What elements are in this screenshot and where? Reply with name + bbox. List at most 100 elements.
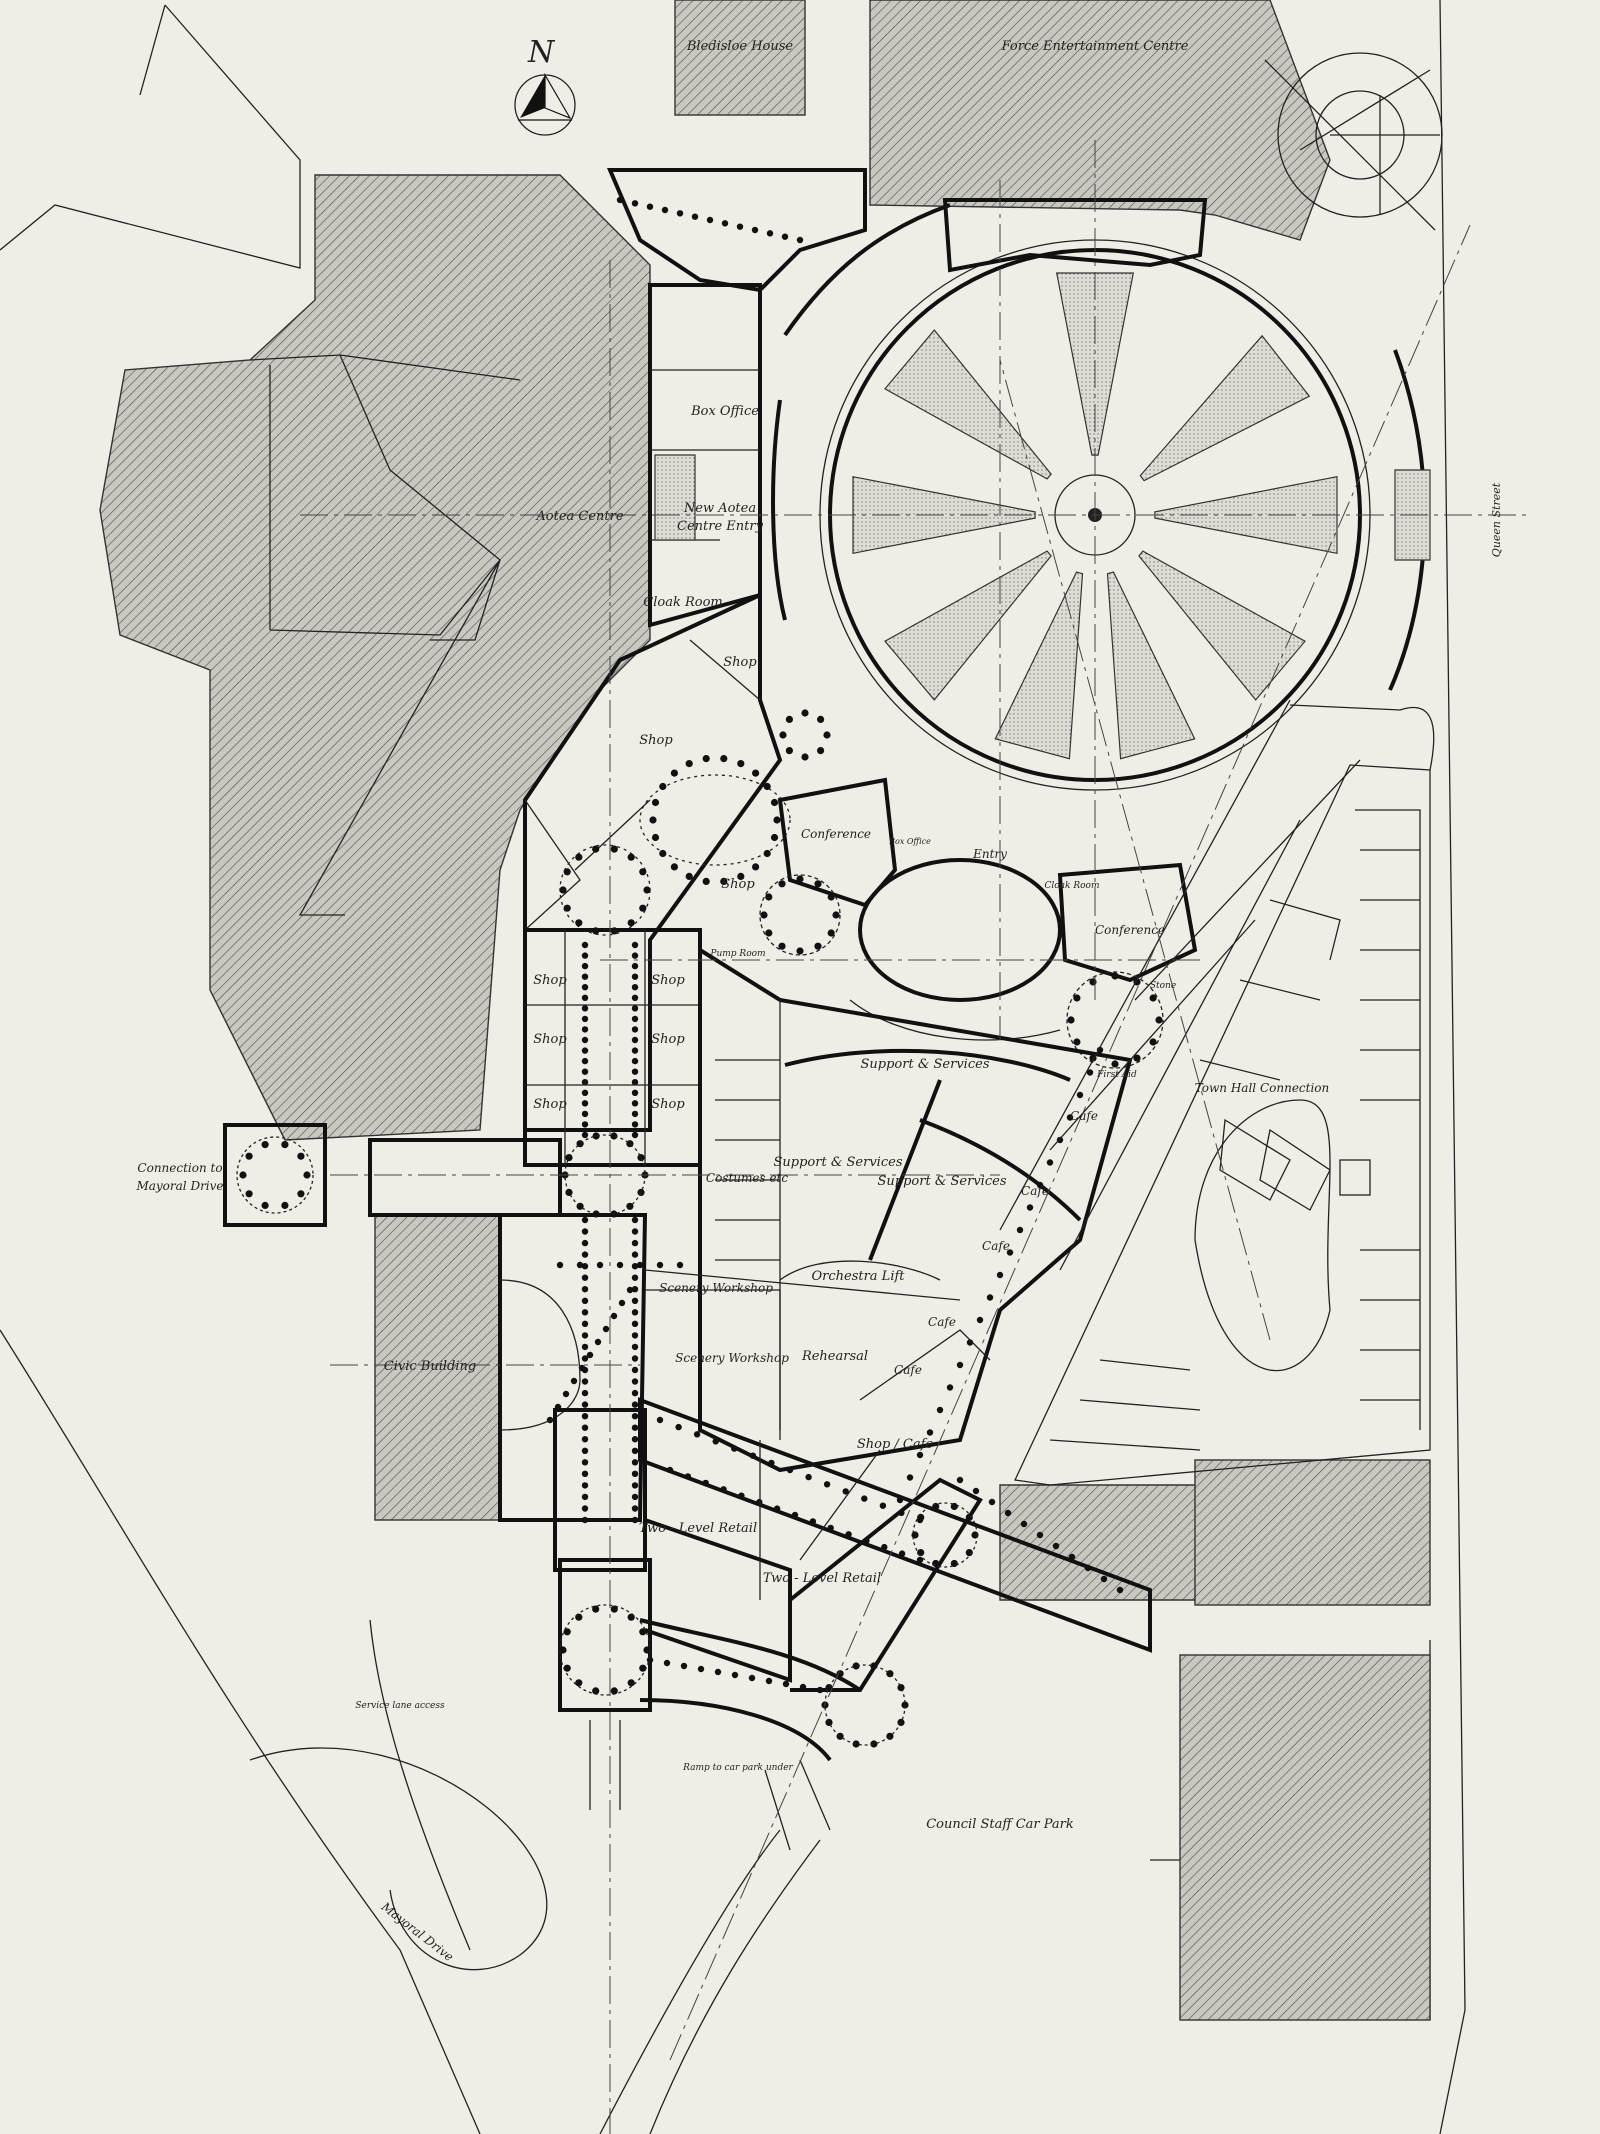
column (1155, 1016, 1163, 1024)
column (581, 1228, 589, 1235)
column (631, 1309, 639, 1316)
column (781, 233, 789, 240)
column (659, 782, 667, 791)
column (631, 1424, 639, 1431)
column (731, 1671, 739, 1679)
column (1026, 1204, 1034, 1211)
column (1006, 1249, 1014, 1256)
column (581, 1110, 589, 1118)
column (631, 1401, 639, 1408)
column (581, 1263, 589, 1270)
column (814, 880, 822, 888)
column (631, 1005, 639, 1012)
column (720, 755, 728, 763)
column (556, 1261, 564, 1269)
column (870, 1740, 878, 1748)
column (778, 880, 786, 888)
column (581, 1068, 589, 1075)
column (581, 1470, 589, 1478)
column (1133, 1054, 1141, 1062)
column (796, 875, 804, 883)
column (581, 1309, 589, 1316)
column (637, 1154, 645, 1162)
column (581, 1459, 589, 1466)
column (817, 715, 825, 724)
column (670, 769, 679, 777)
label-scenery-b: Scenery Workshop (675, 1351, 789, 1365)
car-park-block (1179, 1654, 1431, 2021)
column (950, 1502, 958, 1511)
label-cafe-b: Cafe (1021, 1184, 1049, 1198)
column (680, 1662, 688, 1670)
column (721, 220, 729, 227)
label-new-aotea: New Aotea (683, 501, 756, 516)
column (631, 1089, 639, 1097)
column (661, 206, 669, 214)
column (906, 1474, 914, 1481)
column (592, 1605, 600, 1613)
column (610, 845, 618, 853)
main-auditorium (771, 198, 1431, 791)
column (594, 1338, 602, 1346)
column (1149, 994, 1157, 1002)
label-stone: Stone (1150, 981, 1176, 991)
label-queen-street: Queen Street (1490, 482, 1503, 557)
column (565, 1188, 573, 1196)
column (627, 919, 635, 927)
column (581, 1026, 589, 1033)
column (1052, 1542, 1060, 1550)
column (706, 216, 714, 224)
column (581, 1493, 589, 1501)
column (581, 1274, 589, 1281)
civic-building-block (374, 1214, 501, 1521)
column (602, 1325, 610, 1333)
column (581, 1079, 589, 1086)
column (825, 1718, 833, 1726)
column (581, 1216, 589, 1224)
column (631, 1228, 639, 1235)
column (996, 1271, 1004, 1279)
column (976, 1316, 984, 1324)
column (763, 849, 771, 858)
column (691, 213, 699, 220)
column (1111, 1060, 1119, 1068)
column (916, 1451, 924, 1459)
label-ramp: Ramp to car park under (682, 1763, 793, 1773)
column (675, 1423, 682, 1431)
column (303, 1171, 311, 1179)
column (631, 1131, 639, 1139)
label-aotea-centre: Aotea Centre (535, 509, 623, 524)
column (752, 769, 760, 777)
column (631, 1239, 639, 1247)
label-pump-room: Pump Room (709, 949, 765, 959)
label-conference-a: Conference (801, 827, 871, 841)
column (581, 1413, 589, 1420)
column (581, 1332, 589, 1339)
column (631, 1100, 639, 1107)
column (627, 1679, 635, 1687)
column (631, 1274, 639, 1281)
east-block (1194, 1459, 1431, 1606)
label-support-services-a: Support & Services (861, 1057, 990, 1072)
column (631, 1389, 639, 1397)
north-arrow (514, 72, 576, 136)
diagonal-path (999, 699, 1435, 1271)
column (636, 1261, 644, 1269)
column (765, 929, 773, 937)
label-bledisloe-house: Bledisloe House (686, 39, 794, 54)
column (631, 1482, 639, 1489)
column (297, 1152, 305, 1160)
column (832, 911, 840, 919)
column (631, 1015, 639, 1023)
column (631, 994, 639, 1001)
label-shop-c: Shop (721, 877, 755, 892)
label-first-aid: First Aid (1096, 1070, 1137, 1080)
label-civic-building: Civic Building (384, 1359, 476, 1374)
column (592, 845, 600, 853)
column (581, 1057, 589, 1065)
column (988, 1498, 996, 1506)
column (697, 1665, 705, 1673)
column (1073, 1038, 1081, 1046)
column (631, 1459, 639, 1466)
